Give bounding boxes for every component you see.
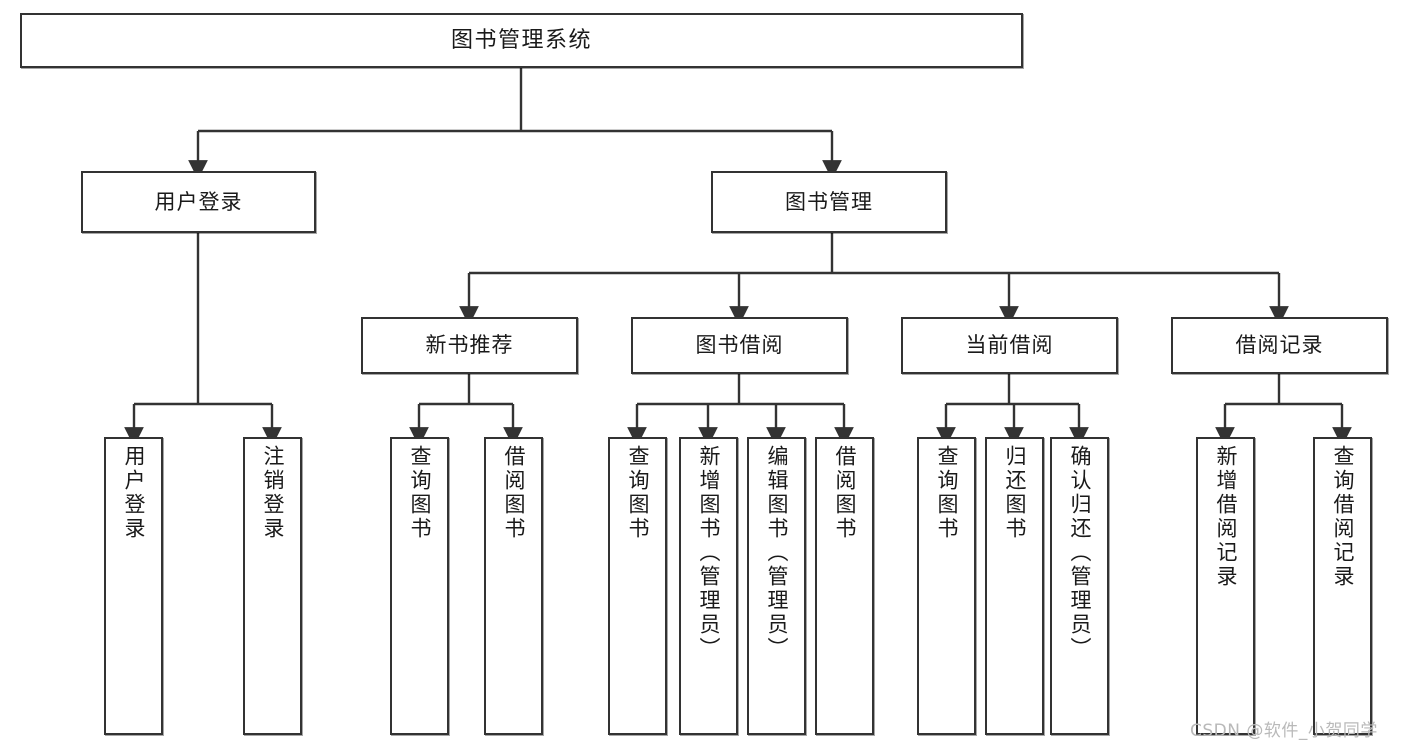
leaf-logout-login[interactable]: 注销登录 [243,437,302,735]
node-book-borrow[interactable]: 图书借阅 [631,317,848,374]
leaf-query-book-2[interactable]: 查询图书 [608,437,667,735]
node-label: 图书借阅 [695,333,784,358]
leaf-query-book-3[interactable]: 查询图书 [917,437,976,735]
node-label: 当前借阅 [965,333,1054,358]
leaf-user-login[interactable]: 用户登录 [104,437,163,735]
leaf-borrow-book-1[interactable]: 借阅图书 [484,437,543,735]
node-label: 注销登录 [261,445,285,541]
node-label: 图书管理 [785,189,873,214]
node-label: 归还图书 [1003,445,1027,541]
leaf-add-record[interactable]: 新增借阅记录 [1196,437,1255,735]
node-new-book-recommend[interactable]: 新书推荐 [361,317,578,374]
node-label: 图书管理系统 [450,27,592,53]
node-label: 用户登录 [122,445,146,541]
node-root-book-management-system[interactable]: 图书管理系统 [20,13,1023,68]
node-borrow-record[interactable]: 借阅记录 [1171,317,1388,374]
leaf-confirm-return[interactable]: 确认归还（管理员） [1050,437,1109,735]
node-current-borrow[interactable]: 当前借阅 [901,317,1118,374]
node-label: 借阅记录 [1235,333,1324,358]
node-label: 查询借阅记录 [1331,445,1355,589]
node-label: 新增借阅记录 [1214,445,1238,589]
leaf-add-book[interactable]: 新增图书（管理员） [679,437,738,735]
node-label: 用户登录 [154,189,243,214]
node-label: 新书推荐 [425,333,514,358]
node-label: 新增图书（管理员） [697,445,721,661]
node-label: 查询图书 [935,445,959,541]
node-label: 确认归还（管理员） [1068,445,1092,661]
node-label: 查询图书 [408,445,432,541]
leaf-borrow-book-2[interactable]: 借阅图书 [815,437,874,735]
node-user-login[interactable]: 用户登录 [81,171,316,233]
csdn-watermark: CSDN @软件_小贺同学 [1190,721,1378,741]
node-book-manage[interactable]: 图书管理 [711,171,947,233]
node-label: 借阅图书 [833,445,857,541]
leaf-return-book[interactable]: 归还图书 [985,437,1044,735]
leaf-query-record[interactable]: 查询借阅记录 [1313,437,1372,735]
leaf-edit-book[interactable]: 编辑图书（管理员） [747,437,806,735]
leaf-query-book-1[interactable]: 查询图书 [390,437,449,735]
node-label: 查询图书 [626,445,650,541]
node-label: 借阅图书 [502,445,526,541]
node-label: 编辑图书（管理员） [765,445,789,661]
